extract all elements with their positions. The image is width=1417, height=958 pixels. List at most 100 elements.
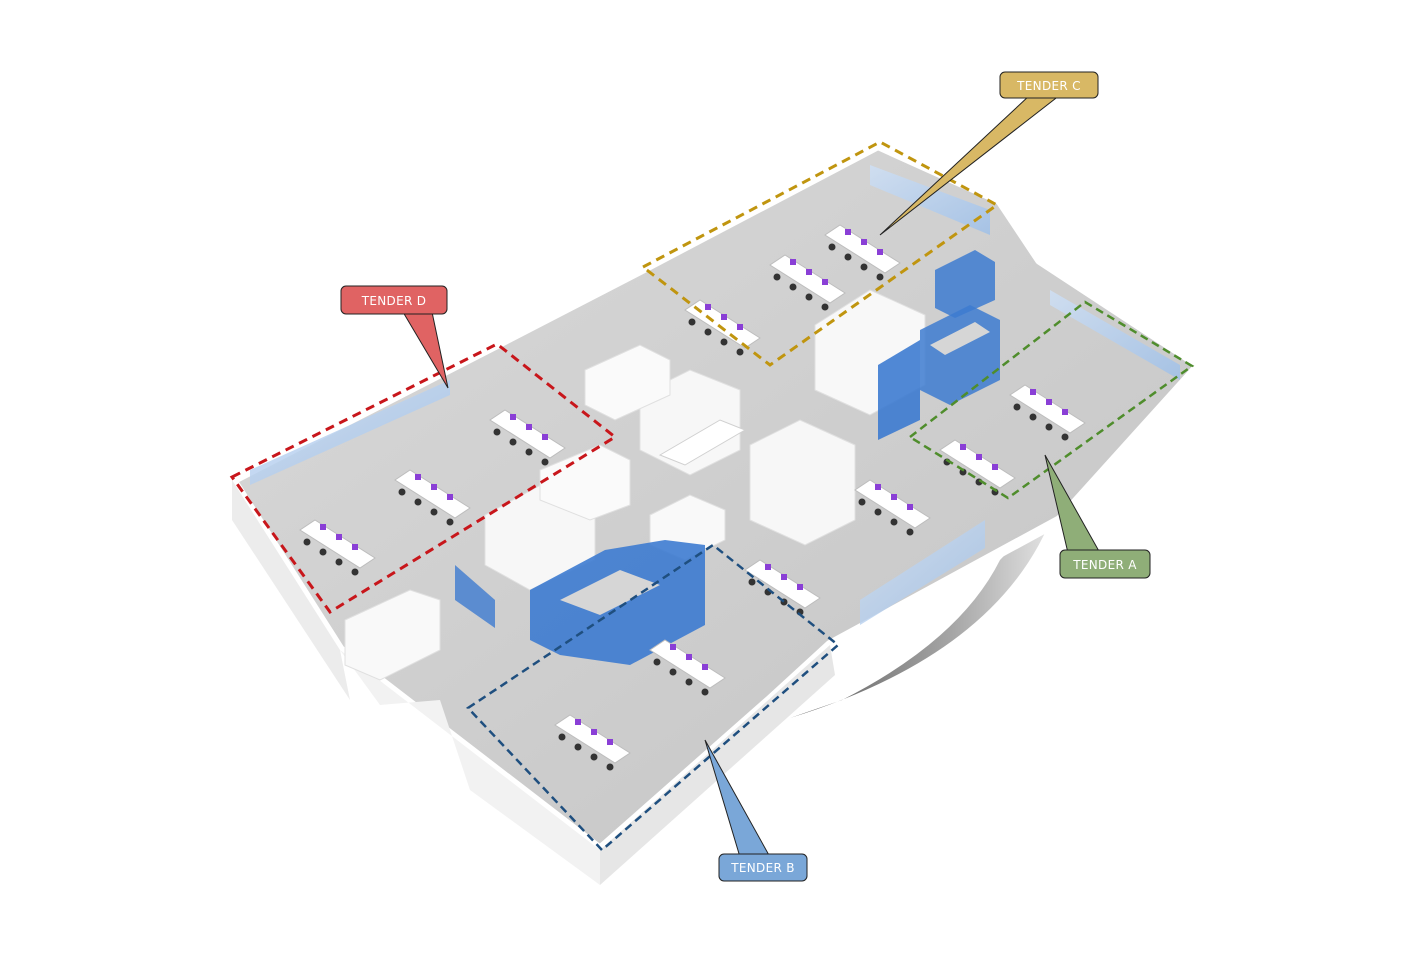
glass-room-floor [560, 570, 660, 615]
chair-icon [1061, 433, 1069, 441]
chair-icon [876, 273, 884, 281]
desk-cluster [769, 254, 846, 311]
monitor-icon [790, 259, 796, 265]
chair-icon [303, 538, 311, 546]
tender-c-label: TENDER C [1016, 79, 1081, 93]
desk-cluster [824, 224, 901, 281]
chair-icon [398, 488, 406, 496]
room-block [539, 444, 631, 521]
monitor-icon [721, 314, 727, 320]
chair-icon [446, 518, 454, 526]
chair-icon [493, 428, 501, 436]
chair-icon [844, 253, 852, 261]
desk-cluster [854, 479, 931, 536]
desk-cluster [649, 639, 726, 696]
monitor-icon [992, 464, 998, 470]
callout-tender-a: TENDER A [1044, 454, 1151, 579]
callout-tender-d: TENDER D [340, 285, 449, 389]
chair-icon [858, 498, 866, 506]
room-block [749, 419, 856, 546]
tender-b-label: TENDER B [730, 861, 795, 875]
meeting-table [658, 419, 747, 466]
chair-icon [525, 448, 533, 456]
monitor-icon [877, 249, 883, 255]
chair-icon [906, 528, 914, 536]
desk-cluster [744, 559, 821, 616]
monitor-icon [822, 279, 828, 285]
tender-zone-b [466, 543, 840, 852]
chair-icon [860, 263, 868, 271]
monitor-icon [336, 534, 342, 540]
chair-icon [890, 518, 898, 526]
glass-room [455, 565, 495, 628]
monitor-icon [781, 574, 787, 580]
chair-icon [1013, 403, 1021, 411]
callout-tender-c: TENDER C [879, 71, 1099, 236]
monitor-icon [737, 324, 743, 330]
monitor-icon [797, 584, 803, 590]
monitor-icon [875, 484, 881, 490]
tender-zone-a [907, 300, 1195, 500]
tender-zones [229, 140, 1195, 852]
desk-clusters [299, 224, 1086, 771]
monitor-icon [526, 424, 532, 430]
chair-icon [704, 328, 712, 336]
chair-icon [688, 318, 696, 326]
chair-icon [509, 438, 517, 446]
desk-cluster [1009, 384, 1086, 441]
tender-b-badge [718, 853, 808, 882]
chair-icon [669, 668, 677, 676]
chair-icon [351, 568, 359, 576]
chair-icon [821, 303, 829, 311]
monitor-icon [891, 494, 897, 500]
chair-icon [414, 498, 422, 506]
tender-c-badge [999, 71, 1099, 99]
wall-south [340, 650, 600, 885]
chair-icon [1045, 423, 1053, 431]
monitor-icon [415, 474, 421, 480]
window-strip-northwest [250, 380, 450, 485]
tender-a-label: TENDER A [1072, 558, 1137, 572]
monitor-icon [575, 719, 581, 725]
room-block [344, 589, 441, 681]
tender-d-label: TENDER D [361, 294, 427, 308]
tender-a-badge [1059, 549, 1151, 579]
chair-icon [574, 743, 582, 751]
monitor-icon [705, 304, 711, 310]
callout-tender-b: TENDER B [704, 739, 808, 882]
monitor-icon [1046, 399, 1052, 405]
chair-icon [805, 293, 813, 301]
monitor-icon [510, 414, 516, 420]
glass-rooms [455, 250, 1000, 665]
glass-room [878, 340, 920, 440]
chair-icon [335, 558, 343, 566]
chair-icon [606, 763, 614, 771]
desk-cluster [939, 439, 1016, 496]
tender-d-badge [340, 285, 448, 315]
chair-icon [319, 548, 327, 556]
monitor-icon [861, 239, 867, 245]
monitor-icon [976, 454, 982, 460]
chair-icon [558, 733, 566, 741]
monitor-icon [806, 269, 812, 275]
monitor-icon [591, 729, 597, 735]
window-strip-north [870, 165, 990, 235]
monitor-icon [431, 484, 437, 490]
room-block [584, 344, 671, 421]
desk-cluster [394, 469, 471, 526]
monitor-icon [907, 504, 913, 510]
desk-cluster [684, 299, 761, 356]
chair-icon [748, 578, 756, 586]
chair-icon [430, 508, 438, 516]
chair-icon [828, 243, 836, 251]
chair-icon [685, 678, 693, 686]
chair-icon [590, 753, 598, 761]
monitor-icon [686, 654, 692, 660]
desk-cluster [489, 409, 566, 466]
chair-icon [653, 658, 661, 666]
chair-icon [789, 283, 797, 291]
monitor-icon [1062, 409, 1068, 415]
monitor-icon [1030, 389, 1036, 395]
chair-icon [720, 338, 728, 346]
